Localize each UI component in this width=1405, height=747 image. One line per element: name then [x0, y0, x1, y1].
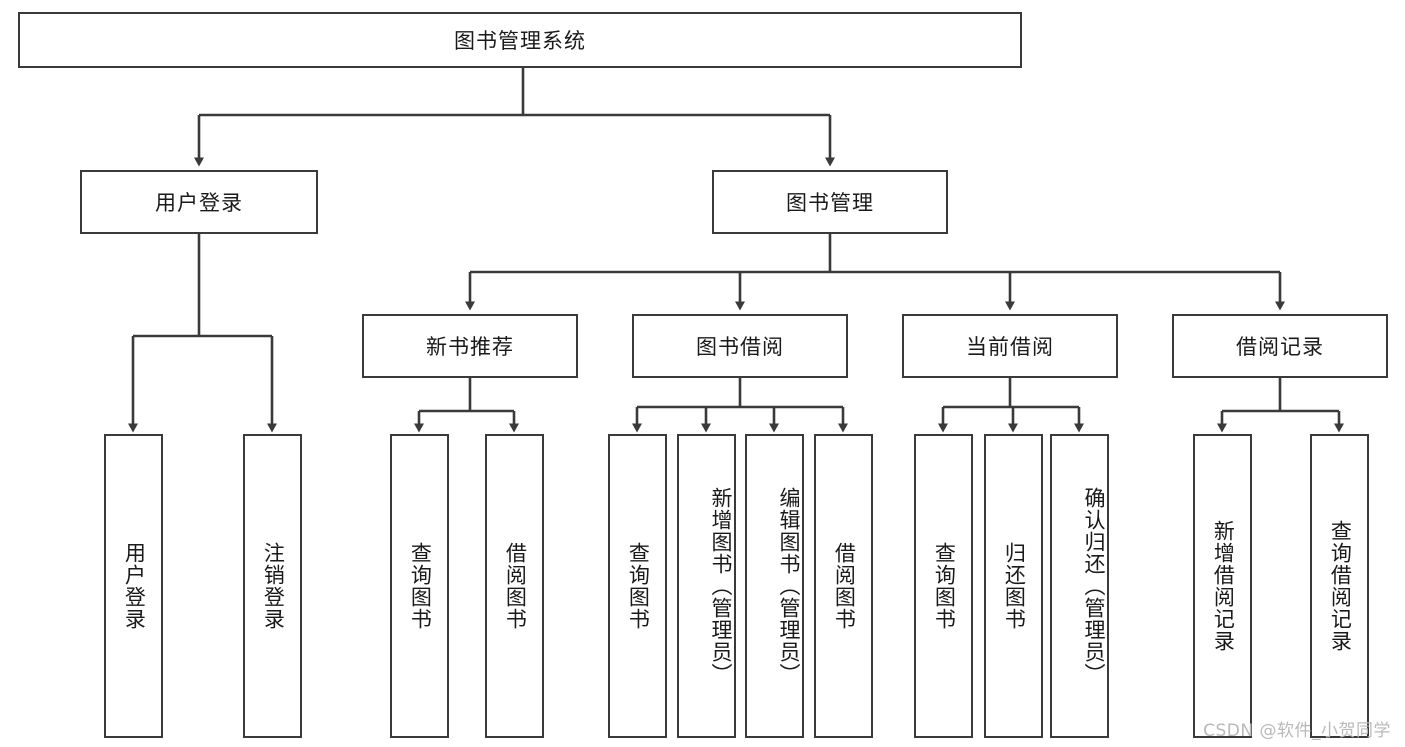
node-leaf-user-login-label: 用户登录	[122, 542, 147, 630]
node-leaf-borrow-book-a-label: 借阅图书	[503, 542, 528, 630]
node-leaf-confirm-return-label: 确认归还（管理员）	[1082, 487, 1106, 685]
node-leaf-query-book-b-label: 查询图书	[626, 542, 651, 630]
node-current-borrow-label: 当前借阅	[966, 335, 1054, 359]
node-leaf-edit-book-label: 编辑图书（管理员）	[777, 487, 801, 685]
watermark: CSDN @软件_小贺同学	[1203, 721, 1391, 741]
node-book-borrow-label: 图书借阅	[696, 335, 784, 359]
node-leaf-query-book-b[interactable]: 查询图书	[608, 434, 667, 738]
node-user-login[interactable]: 用户登录	[80, 170, 318, 234]
node-leaf-return-book-label: 归还图书	[1002, 542, 1027, 630]
node-user-login-label: 用户登录	[155, 191, 243, 215]
node-book-manage[interactable]: 图书管理	[712, 170, 948, 234]
node-leaf-add-book[interactable]: 新增图书（管理员）	[677, 434, 736, 738]
node-leaf-add-record[interactable]: 新增借阅记录	[1193, 434, 1252, 738]
node-leaf-query-book-c[interactable]: 查询图书	[914, 434, 973, 738]
node-leaf-user-login[interactable]: 用户登录	[104, 434, 163, 738]
node-borrow-record-label: 借阅记录	[1236, 335, 1324, 359]
node-leaf-query-book-a[interactable]: 查询图书	[390, 434, 449, 738]
node-leaf-return-book[interactable]: 归还图书	[984, 434, 1043, 738]
node-new-book-rec[interactable]: 新书推荐	[362, 314, 578, 378]
node-borrow-record[interactable]: 借阅记录	[1172, 314, 1388, 378]
node-leaf-query-record-label: 查询借阅记录	[1328, 520, 1353, 652]
node-leaf-add-record-label: 新增借阅记录	[1211, 520, 1236, 652]
node-current-borrow[interactable]: 当前借阅	[902, 314, 1118, 378]
node-leaf-logout[interactable]: 注销登录	[243, 434, 302, 738]
node-leaf-logout-label: 注销登录	[261, 542, 286, 630]
node-leaf-borrow-book-a[interactable]: 借阅图书	[485, 434, 544, 738]
node-new-book-rec-label: 新书推荐	[426, 335, 514, 359]
node-leaf-borrow-book-b-label: 借阅图书	[832, 542, 857, 630]
node-leaf-query-book-c-label: 查询图书	[932, 542, 957, 630]
node-book-manage-label: 图书管理	[786, 191, 874, 215]
node-leaf-query-record[interactable]: 查询借阅记录	[1310, 434, 1369, 738]
node-leaf-borrow-book-b[interactable]: 借阅图书	[814, 434, 873, 738]
node-leaf-edit-book[interactable]: 编辑图书（管理员）	[745, 434, 804, 738]
node-leaf-query-book-a-label: 查询图书	[408, 542, 433, 630]
node-root[interactable]: 图书管理系统	[18, 12, 1022, 68]
node-leaf-add-book-label: 新增图书（管理员）	[709, 487, 733, 685]
node-book-borrow[interactable]: 图书借阅	[632, 314, 848, 378]
node-root-label: 图书管理系统	[454, 29, 586, 53]
node-leaf-confirm-return[interactable]: 确认归还（管理员）	[1050, 434, 1109, 738]
